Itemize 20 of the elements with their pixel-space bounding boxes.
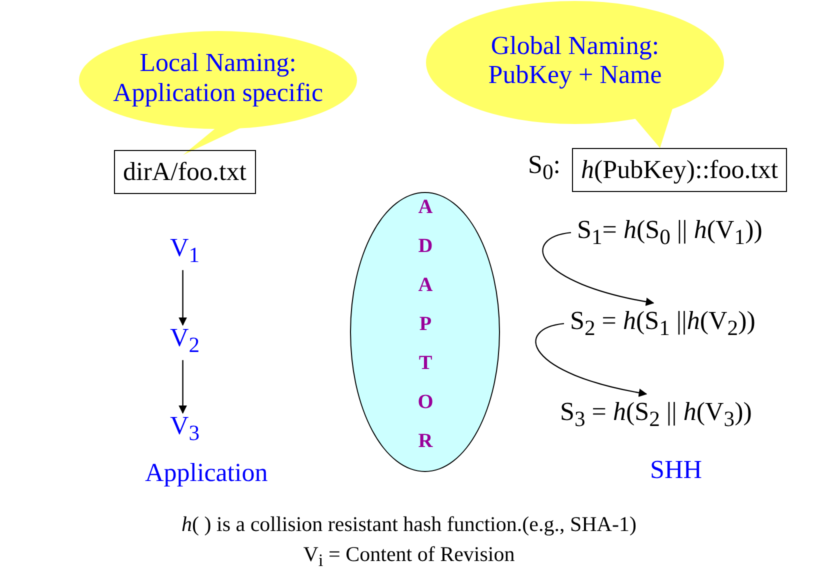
arrow — [535, 322, 648, 397]
arrow — [542, 232, 654, 306]
bubble-text: Local Naming: Application specific — [112, 48, 324, 108]
formula-text: S$_{1}$= h(S$_{0}$ || h(V$_{1}$)) — [577, 215, 762, 250]
text-box: h(PubKey)::foo.txt — [572, 148, 788, 192]
arrow — [178, 360, 187, 414]
formula-text: S$_{3}$ = h(S$_{2}$ || h(V$_{3}$)) — [560, 397, 752, 432]
arrow — [178, 270, 187, 326]
node-caption: S$_{0}$: — [528, 150, 561, 186]
version-label: V$_{2}$ — [170, 323, 200, 358]
text-box: dirA/foo.txt — [114, 150, 256, 194]
formula-text: S$_{2}$ = h(S$_{1}$ ||h(V$_{2}$)) — [570, 306, 756, 342]
version-label: V$_{1}$ — [170, 233, 200, 268]
bubble-text: Global Naming: PubKey + Name — [487, 30, 663, 90]
footnote: V$_{i}$ = Content of Revision — [302, 542, 516, 570]
vertical-text: ADAPTOR — [414, 196, 436, 468]
version-label: V$_{3}$ — [170, 411, 200, 446]
caption: SHH — [650, 455, 702, 485]
footnote: h( ) is a collision resistant hash function.(e.g., SHA-1) — [180, 512, 638, 536]
caption: Application — [145, 458, 268, 488]
